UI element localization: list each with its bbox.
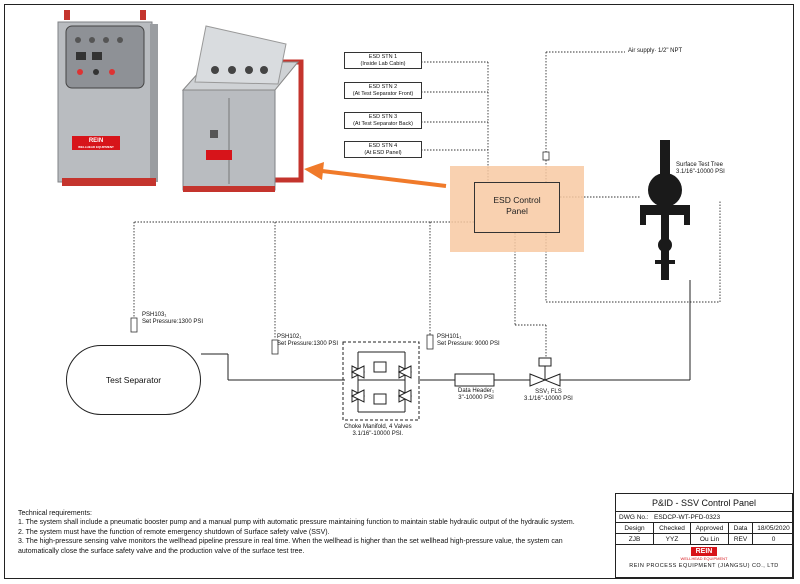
esd-station-2-location: (At Test Separator Front) xyxy=(352,91,414,97)
title-block-value-row: ZJB YYZ Ou Lin REV 0 xyxy=(616,534,792,545)
cabinet-logo-sub: WELLHEAD EQUIPMENT xyxy=(78,145,114,149)
drawing-frame xyxy=(4,4,794,579)
ssv-label: SSV₁ FLS 3.1/16"-10000 PSI xyxy=(524,389,573,403)
esd-panel-line2: Panel xyxy=(506,206,528,216)
title-block-title: P&ID - SSV Control Panel xyxy=(616,494,792,512)
data-header-rating: 3"-10000 PSI xyxy=(458,395,494,401)
cabinet-logo-brand: REIN xyxy=(88,138,104,144)
dwg-number: ESDCP-WT-PFD-0323 xyxy=(654,514,721,521)
notes-item-3: 3. The high-pressure sensing valve monit… xyxy=(18,538,563,555)
esd-station-3: ESD STN 3 (At Test Separator Back) xyxy=(344,112,422,129)
esd-station-3-title: ESD STN 3 xyxy=(368,114,398,120)
surface-test-tree-symbol xyxy=(640,140,690,280)
esd-station-1-title: ESD STN 1 xyxy=(368,54,398,60)
esd-station-4: ESD STN 4 (At ESD Panel) xyxy=(344,141,422,158)
test-separator: Test Separator xyxy=(66,345,201,415)
rein-logo: REIN xyxy=(690,547,718,556)
data-header-symbol xyxy=(454,373,495,387)
esd-panel-line1: ESD Control xyxy=(493,195,541,205)
ssv-rating: 3.1/16"-10000 PSI xyxy=(524,396,573,402)
psh101-tag: PSH101₁ xyxy=(437,334,462,340)
psh103-tag: PSH103₁ xyxy=(142,312,167,318)
process-line xyxy=(201,280,691,381)
esd-station-3-location: (At Test Separator Back) xyxy=(353,121,413,127)
esd-station-2: ESD STN 2 (At Test Separator Front) xyxy=(344,82,422,99)
choke-manifold-title: Choke Manifold, 4 Valves xyxy=(344,424,412,430)
esd-station-4-location: (At ESD Panel) xyxy=(364,150,402,156)
val-checked: YYZ xyxy=(654,534,691,544)
esd-station-4-title: ESD STN 4 xyxy=(368,143,398,149)
data-header-label: Data Header₁ 3"-10000 PSI xyxy=(458,388,494,402)
hdr-approved: Approved xyxy=(691,523,729,533)
surface-tree-rating: 3.1/16"-10000 PSI xyxy=(676,169,725,175)
val-rev: 0 xyxy=(771,536,776,543)
orange-arrow xyxy=(304,162,447,188)
hdr-data: Data xyxy=(729,523,753,533)
notes-item-2: 2. The system must have the function of … xyxy=(18,528,330,536)
rein-logo-sub: WELLHEAD EQUIPMENT xyxy=(680,556,728,561)
notes-heading: Technical requirements: xyxy=(18,510,92,517)
esd-panel-highlight xyxy=(450,166,584,252)
hdr-date: 18/05/2020 xyxy=(757,525,790,532)
title-block-logo: REIN WELLHEAD EQUIPMENT REIN PROCESS EQU… xyxy=(616,547,792,571)
title-block: P&ID - SSV Control Panel DWG No.: ESDCP-… xyxy=(615,493,793,578)
dwg-label: DWG No.: xyxy=(619,514,649,521)
air-filter-symbol xyxy=(542,151,550,161)
company-name: REIN PROCESS EQUIPMENT (JIANGSU) CO., LT… xyxy=(629,563,779,569)
esd-station-2-title: ESD STN 2 xyxy=(368,84,398,90)
notes-item-1: 1. The system shall include a pneumatic … xyxy=(18,519,575,527)
ssv-valve-symbol xyxy=(529,357,561,387)
air-supply-label: Air supply· 1/2" NPT xyxy=(628,48,683,54)
surface-tree-title: Surface Test Tree xyxy=(676,162,723,168)
ssv-title: SSV₁ FLS xyxy=(535,389,562,395)
psh102-tag: PSH102₁ xyxy=(277,334,302,340)
psh102-setpoint: Set Pressure:1300 PSI xyxy=(277,341,339,347)
psh101-label: PSH101₁ Set Pressure: 9000 PSI xyxy=(437,334,500,348)
val-design: ZJB xyxy=(616,534,654,544)
psh102-sensor xyxy=(271,339,279,355)
title-block-dwg-row: DWG No.: ESDCP-WT-PFD-0323 xyxy=(616,512,792,523)
choke-manifold-symbol xyxy=(342,341,420,421)
choke-manifold-label: Choke Manifold, 4 Valves 3.1/16"-10000 P… xyxy=(344,424,412,438)
val-rev-label: REV xyxy=(729,534,753,544)
val-approved: Ou Lin xyxy=(691,534,729,544)
title-block-header-row: Design Checked Approved Data 18/05/2020 xyxy=(616,523,792,534)
surface-tree-label: Surface Test Tree 3.1/16"-10000 PSI xyxy=(676,162,725,176)
data-header-title: Data Header₁ xyxy=(458,388,495,394)
hdr-checked: Checked xyxy=(654,523,691,533)
psh102-label: PSH102₁ Set Pressure:1300 PSI xyxy=(277,334,338,348)
esd-station-1-location: (Inside Lab Cabin) xyxy=(360,61,406,67)
control-cabinet-open xyxy=(181,25,304,192)
technical-requirements: Technical requirements: 1. The system sh… xyxy=(18,509,578,556)
psh103-setpoint: Set Pressure:1300 PSI xyxy=(142,319,204,325)
cabinet-logo: REIN WELLHEAD EQUIPMENT xyxy=(76,138,116,150)
control-cabinet-closed xyxy=(57,10,158,186)
psh101-sensor xyxy=(426,334,434,350)
esd-station-1: ESD STN 1 (Inside Lab Cabin) xyxy=(344,52,422,69)
psh101-setpoint: Set Pressure: 9000 PSI xyxy=(437,341,500,347)
psh103-sensor xyxy=(130,317,138,333)
esd-control-panel: ESD Control Panel xyxy=(474,182,560,233)
psh103-label: PSH103₁ Set Pressure:1300 PSI xyxy=(142,312,203,326)
hdr-design: Design xyxy=(616,523,654,533)
choke-manifold-rating: 3.1/16"-10000 PSI. xyxy=(352,431,404,437)
